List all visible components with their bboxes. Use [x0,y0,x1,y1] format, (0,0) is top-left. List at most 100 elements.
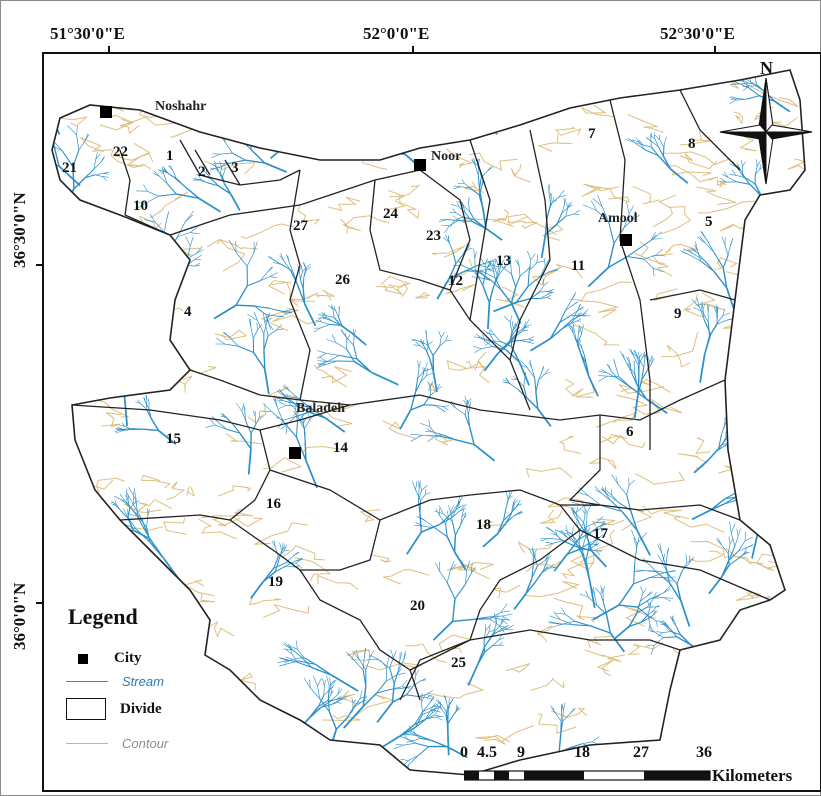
subbasin-label: 4 [184,304,192,320]
stream-segment [469,211,476,221]
stream-segment [235,285,249,306]
stream-segment [430,389,437,396]
stream-segment [6,260,9,267]
stream-segment [736,166,743,176]
stream-segment [627,362,631,369]
stream-segment [449,402,456,409]
stream-segment [0,260,2,268]
stream-segment [94,549,103,554]
stream-segment [700,260,715,272]
stream-segment [315,320,322,323]
stream-segment [422,706,434,712]
stream-segment [647,615,656,622]
stream-segment [523,326,530,328]
stream-segment [301,74,311,83]
stream-segment [234,691,251,698]
stream-segment [52,270,58,277]
stream-segment [136,569,146,575]
stream-segment [572,508,578,515]
stream-segment [102,176,107,181]
stream-segment [502,613,513,617]
stream-segment [319,317,327,319]
stream-segment [810,203,811,210]
stream-segment [446,536,456,553]
stream-segment [122,429,133,431]
stream-segment [581,309,589,316]
stream-segment [515,320,519,327]
stream-segment [581,314,591,317]
stream-segment [639,592,644,602]
stream-segment [351,149,366,152]
stream-segment [492,268,496,278]
stream-segment [734,536,739,547]
stream-segment [488,258,497,263]
stream-segment [58,165,81,187]
stream-segment [791,244,798,251]
stream-segment [531,566,534,579]
stream-segment [661,621,666,626]
subbasin-label: 11 [571,258,585,274]
stream-segment [605,492,612,502]
rectangle-icon [66,698,106,720]
stream-segment [731,96,738,99]
stream-segment [91,526,98,529]
stream-segment [331,693,339,702]
stream-segment [264,162,288,173]
stream-segment [796,359,805,367]
stream-segment [115,430,124,434]
stream-segment [399,409,412,430]
stream-segment [582,350,585,356]
stream-segment [647,137,652,142]
stream-segment [304,420,310,430]
contour-line [394,127,425,140]
legend-item-stream: Stream [66,674,164,689]
stream-segment [426,43,427,50]
stream-segment [399,724,415,737]
stream-segment [627,246,643,257]
stream-segment [585,533,592,539]
stream-segment [468,91,475,104]
stream-segment [122,508,129,519]
stream-segment [467,415,471,427]
stream-segment [636,529,651,556]
contour-line [689,550,725,562]
stream-segment [746,704,754,707]
contour-line [297,203,321,225]
stream-segment [244,412,247,422]
stream-segment [591,741,599,745]
stream-segment [441,704,447,712]
stream-segment [61,563,70,572]
stream-segment [562,711,564,722]
stream-segment [510,302,522,324]
stream-segment [721,437,727,445]
stream-segment [36,69,39,76]
stream-segment [75,260,86,266]
stream-segment [365,658,371,671]
stream-segment [631,352,639,359]
contour-line [132,92,149,106]
stream-segment [259,415,263,419]
stream-segment [105,554,110,563]
stream-segment [219,162,232,168]
stream-segment [419,340,424,345]
stream-segment [746,545,753,548]
stream-segment [52,511,62,518]
stream-segment [573,210,580,215]
stream-segment [634,142,646,151]
stream-segment [482,334,486,342]
stream-segment [103,548,107,555]
stream-segment [801,222,805,233]
stream-segment [488,629,496,633]
contour-line [388,283,408,297]
stream-segment [450,505,454,513]
stream-segment [439,571,448,583]
stream-segment [589,582,596,609]
stream-segment [327,686,331,698]
stream-segment [107,540,113,547]
stream-segment [528,336,535,340]
stream-segment [234,120,239,128]
stream-segment [631,139,640,143]
stream-segment [594,594,598,606]
contour-line [695,292,725,311]
stream-segment [440,408,446,413]
